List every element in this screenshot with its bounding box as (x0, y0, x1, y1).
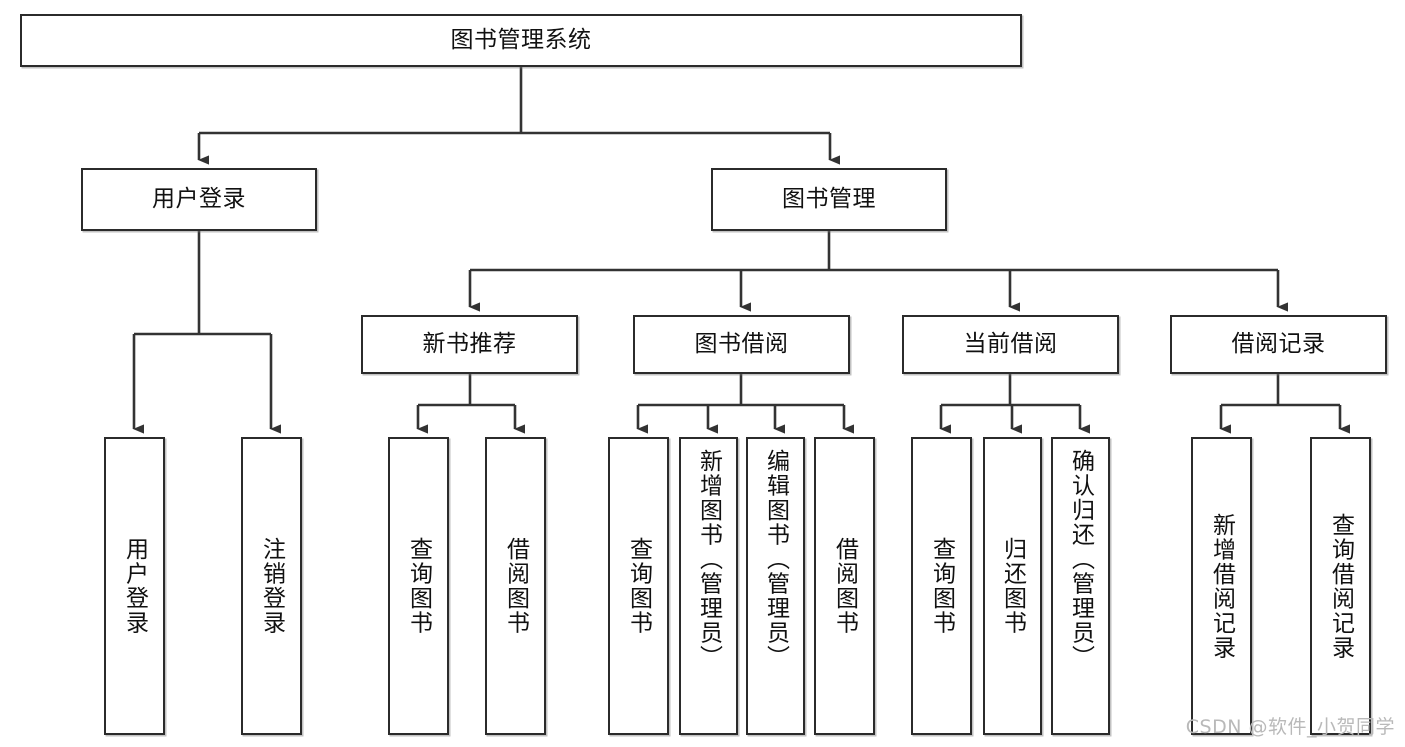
node-book-manage-label: 图书管理 (782, 186, 876, 213)
node-user-login[interactable]: 用户登录 (81, 168, 317, 231)
leaf-borrow-book-1-label: 借阅图书 (502, 537, 529, 635)
node-root-label: 图书管理系统 (450, 27, 592, 54)
node-root[interactable]: 图书管理系统 (20, 14, 1022, 67)
leaf-add-book[interactable]: 新增图书（管理员） (679, 437, 738, 735)
leaf-query-book-1-label: 查询图书 (405, 537, 432, 635)
leaf-add-record[interactable]: 新增借阅记录 (1191, 437, 1252, 735)
node-current-borrow[interactable]: 当前借阅 (902, 315, 1119, 374)
leaf-logout[interactable]: 注销登录 (241, 437, 302, 735)
leaf-query-book-1[interactable]: 查询图书 (388, 437, 449, 735)
node-book-manage[interactable]: 图书管理 (711, 168, 947, 231)
leaf-user-login[interactable]: 用户登录 (104, 437, 165, 735)
leaf-return-book-label: 归还图书 (999, 537, 1026, 635)
leaf-query-book-2-label: 查询图书 (625, 537, 652, 635)
node-borrow-record-label: 借阅记录 (1231, 331, 1326, 358)
leaf-borrow-book-1[interactable]: 借阅图书 (485, 437, 546, 735)
leaf-query-record-label: 查询借阅记录 (1327, 512, 1354, 660)
node-user-login-label: 用户登录 (152, 186, 246, 213)
node-current-borrow-label: 当前借阅 (963, 331, 1058, 358)
leaf-user-login-label: 用户登录 (121, 537, 148, 635)
node-book-borrow[interactable]: 图书借阅 (633, 315, 850, 374)
leaf-edit-book-label: 编辑图书（管理员） (762, 449, 789, 670)
node-new-book-recommend[interactable]: 新书推荐 (361, 315, 578, 374)
node-borrow-record[interactable]: 借阅记录 (1170, 315, 1387, 374)
leaf-edit-book[interactable]: 编辑图书（管理员） (746, 437, 805, 735)
node-book-borrow-label: 图书借阅 (694, 331, 789, 358)
leaf-logout-label: 注销登录 (258, 537, 285, 635)
leaf-query-record[interactable]: 查询借阅记录 (1310, 437, 1371, 735)
node-new-book-recommend-label: 新书推荐 (422, 331, 517, 358)
leaf-borrow-book-2[interactable]: 借阅图书 (814, 437, 875, 735)
leaf-add-record-label: 新增借阅记录 (1208, 512, 1235, 660)
leaf-query-book-2[interactable]: 查询图书 (608, 437, 669, 735)
leaf-confirm-return-label: 确认归还（管理员） (1067, 449, 1094, 670)
leaf-return-book[interactable]: 归还图书 (983, 437, 1042, 735)
leaf-query-book-3[interactable]: 查询图书 (911, 437, 972, 735)
leaf-confirm-return[interactable]: 确认归还（管理员） (1051, 437, 1110, 735)
leaf-query-book-3-label: 查询图书 (928, 537, 955, 635)
leaf-add-book-label: 新增图书（管理员） (695, 449, 722, 670)
leaf-borrow-book-2-label: 借阅图书 (831, 537, 858, 635)
csdn-watermark: CSDN @软件_小贺同学 (1185, 716, 1395, 738)
